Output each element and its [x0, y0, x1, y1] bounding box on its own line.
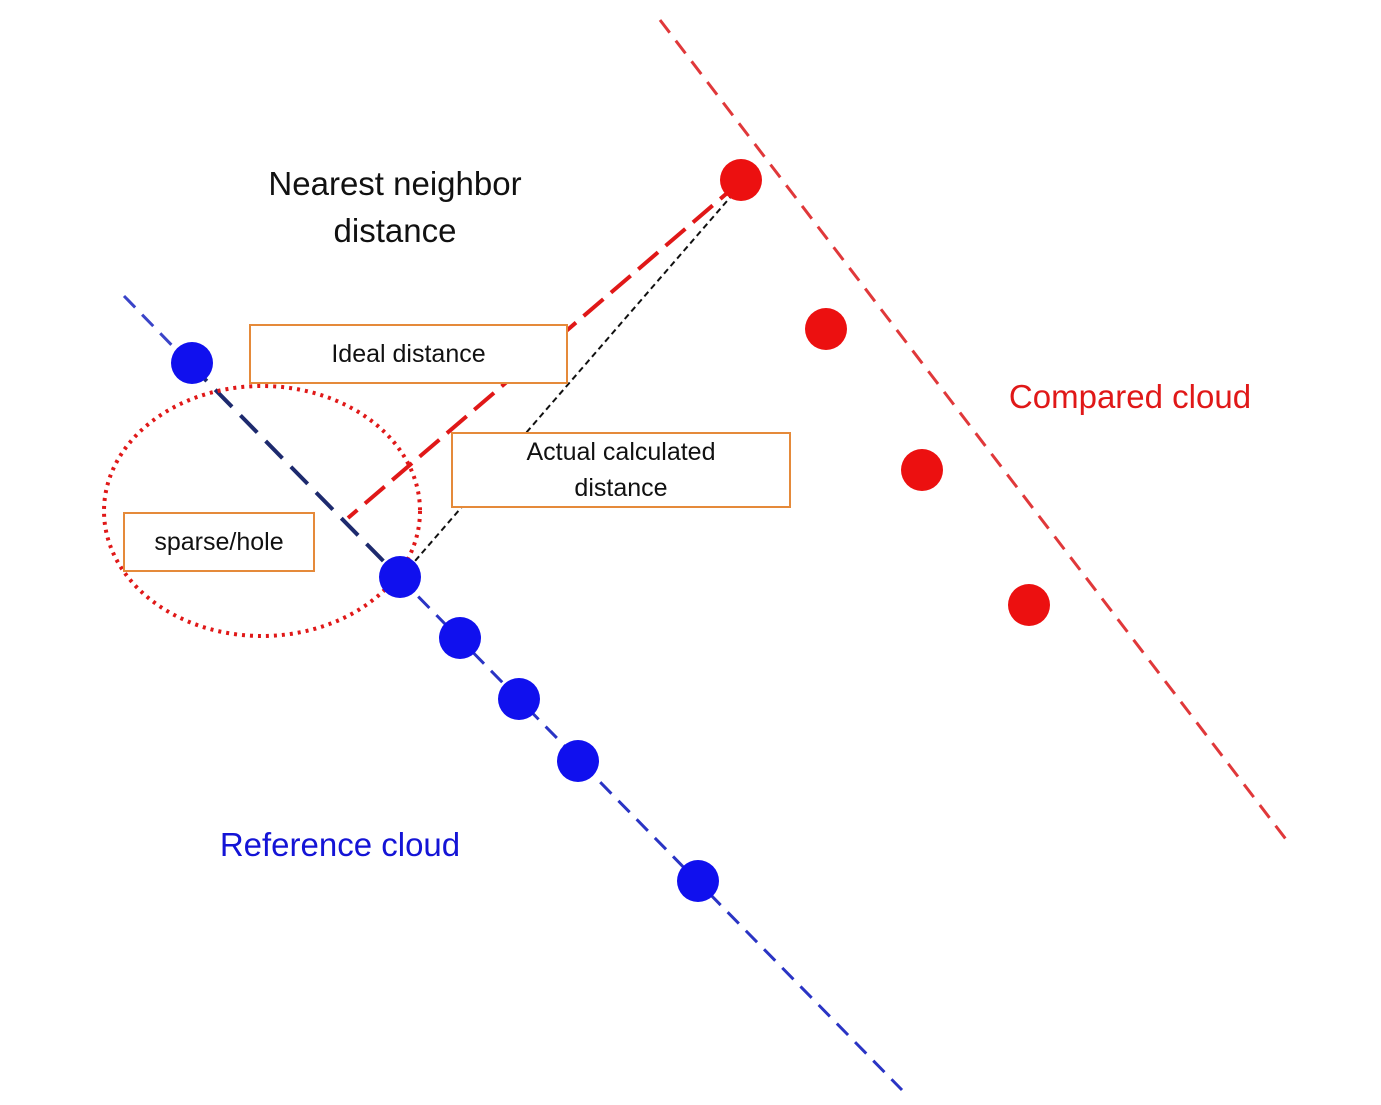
reference-point [439, 617, 481, 659]
reference-cloud-label: Reference cloud [219, 826, 461, 863]
reference-cloud-line-hole [188, 362, 402, 580]
sparse-hole-circle [102, 384, 422, 638]
actual-distance-box: Actual calculated distance [451, 432, 791, 508]
reference-point [379, 556, 421, 598]
sparse-hole-box: sparse/hole [123, 512, 315, 572]
reference-point [677, 860, 719, 902]
reference-point [498, 678, 540, 720]
actual-distance-line [401, 185, 741, 577]
compared-point [720, 159, 762, 201]
compared-point [805, 308, 847, 350]
ideal-distance-label: Ideal distance [331, 340, 486, 368]
ideal-distance-box: Ideal distance [249, 324, 568, 384]
actual-distance-label: Actual calculated distance [526, 438, 716, 502]
diagram-title: Nearest neighbor distance [268, 165, 522, 249]
reference-point [557, 740, 599, 782]
compared-point [1008, 584, 1050, 626]
compared-cloud-label: Compared cloud [1008, 378, 1252, 415]
sparse-hole-label: sparse/hole [154, 528, 284, 556]
compared-point [901, 449, 943, 491]
reference-point [171, 342, 213, 384]
compared-cloud-line [658, 19, 1290, 843]
reference-cloud-line-lower [398, 576, 904, 1092]
